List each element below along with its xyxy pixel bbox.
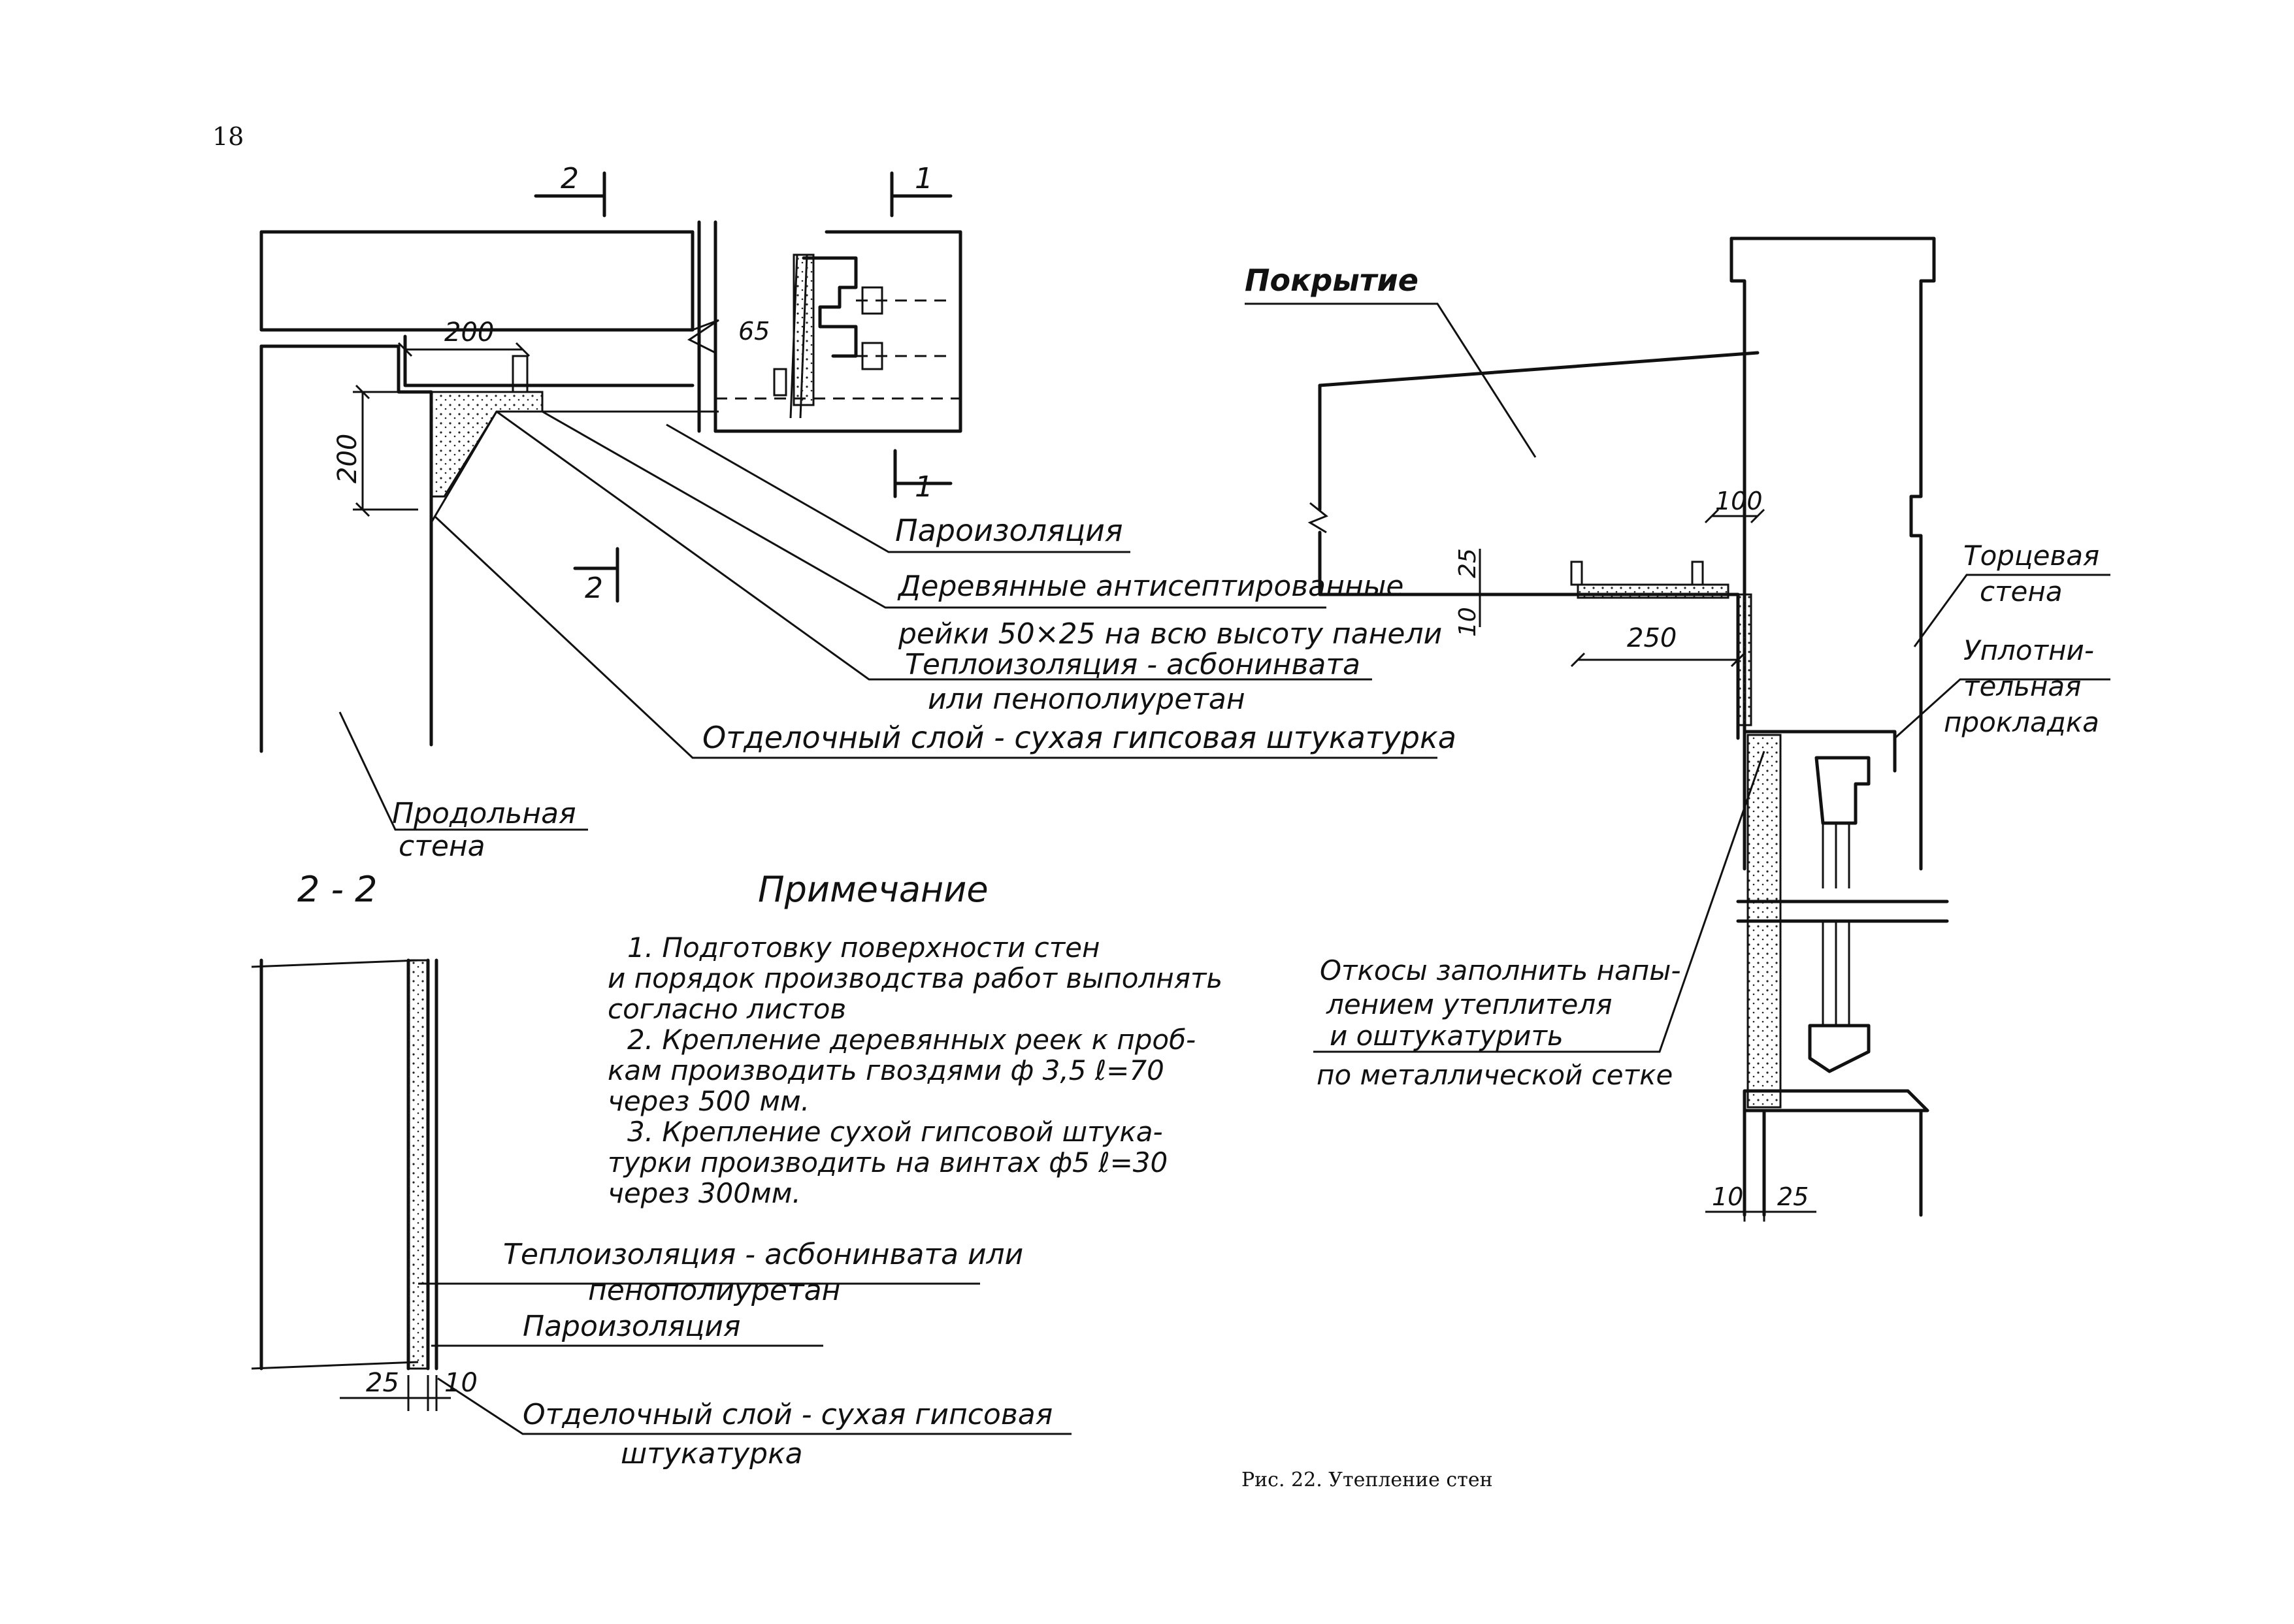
dim-10-vertical: 10 xyxy=(1454,607,1481,637)
finish-layer xyxy=(403,334,695,387)
leader-reiki xyxy=(542,410,1326,609)
label-s-paroizol: Пароизоляция xyxy=(523,1310,740,1343)
leader-s-otdel xyxy=(437,1377,1072,1435)
note-line: кам производить гвоздями ф 3,5 ℓ=70 xyxy=(608,1054,1164,1086)
notes-title: Примечание xyxy=(758,869,989,910)
label-reiki-1: Деревянные антисептированные xyxy=(897,570,1403,603)
label-s-otdel-1: Отделочный слой - сухая гипсовая xyxy=(523,1398,1053,1431)
label-uplot-1: Уплотни- xyxy=(1963,634,2094,666)
label-s-teplo-2: пенополиуретан xyxy=(588,1274,840,1307)
leader-paroizol xyxy=(666,423,1130,553)
dim-10-bottom: 10 xyxy=(1712,1182,1743,1211)
label-teplo-1: Теплоизоляция - асбонинвата xyxy=(905,648,1360,681)
section-mark-2-bottom xyxy=(573,547,619,603)
section-1-bottom-label: 1 xyxy=(915,470,933,504)
label-prod-1: Продольная xyxy=(392,797,576,830)
section-title: 2 - 2 xyxy=(297,869,378,910)
page-number: 18 xyxy=(212,122,244,151)
note-line: и порядок производства работ выполнять xyxy=(608,962,1222,994)
window-frame-bottom xyxy=(1808,1024,1871,1073)
label-otkos-2: лением утеплителя xyxy=(1326,988,1613,1020)
slab-outline xyxy=(259,230,695,332)
note-line: 3. Крепление сухой гипсовой штука- xyxy=(627,1116,1163,1148)
label-teplo-2: или пенополиуретан xyxy=(928,683,1245,716)
leader-otkos xyxy=(1313,751,1765,1053)
leader-uplot xyxy=(1893,678,2110,739)
leader-otdel xyxy=(433,515,1437,759)
dim-250: 250 xyxy=(1627,623,1677,653)
insulation-layer xyxy=(407,959,429,1370)
dim-25-vertical: 25 xyxy=(1454,548,1481,578)
leader-torc xyxy=(1913,574,2110,647)
dim-100: 100 xyxy=(1715,487,1763,515)
section-2-bottom-label: 2 xyxy=(585,572,603,605)
window-frame-top xyxy=(1814,756,1871,825)
window-head xyxy=(1743,730,1897,773)
label-prod-2: стена xyxy=(399,830,485,863)
label-otkos-3: и оштукатурить xyxy=(1330,1020,1564,1052)
dim-25: 25 xyxy=(366,1368,399,1398)
sill xyxy=(1743,1089,1929,1112)
label-torc-1: Торцевая xyxy=(1963,540,2099,572)
wall-corner-detail: 200 200 65 2 1 1 2 xyxy=(259,162,1437,831)
label-uplot-3: прокладка xyxy=(1944,706,2099,738)
label-pokryt: Покрытие xyxy=(1245,263,1418,298)
section-mark-1-top xyxy=(890,171,953,218)
label-paroizol: Пароизоляция xyxy=(895,513,1123,548)
label-s-otdel-2: штукатурка xyxy=(621,1437,803,1470)
section-2-2: 2 - 2 25 10 xyxy=(251,869,1072,1435)
note-line: через 500 мм. xyxy=(608,1085,810,1117)
roof-endwall-detail: 100 25 10 250 10 25 xyxy=(1245,236,2110,1222)
notes-block: Примечание 1. Подготовку поверхности сте… xyxy=(608,869,1222,1209)
figure-caption: Рис. 22. Утепление стен xyxy=(1241,1469,1493,1491)
section-mark-1-bottom xyxy=(893,449,953,498)
batten-peg xyxy=(512,355,529,393)
leader-teplo xyxy=(496,410,1372,681)
frame-profile xyxy=(802,256,858,358)
longitudinal-wall-outline xyxy=(259,344,433,747)
section-mark-2-top xyxy=(534,171,606,218)
note-line: согласно листов xyxy=(608,993,846,1025)
label-s-teplo-1: Теплоизоляция - асбонинвата или xyxy=(503,1238,1023,1271)
adjacent-panel xyxy=(713,230,962,433)
dim-200-vertical: 200 xyxy=(333,434,363,483)
label-reiki-2: рейки 50×25 на всю высоту панели xyxy=(898,617,1442,651)
end-wall-inner xyxy=(1729,236,1746,871)
dim-200-horizontal: 200 xyxy=(444,317,494,348)
label-torc-2: стена xyxy=(1980,576,2063,608)
dim-65: 65 xyxy=(738,317,770,346)
note-line: турки производить на винтах ф5 ℓ=30 xyxy=(608,1146,1168,1178)
roof-line xyxy=(1318,351,1760,387)
note-line: 2. Крепление деревянных реек к проб- xyxy=(627,1024,1196,1056)
note-line: 1. Подготовку поверхности стен xyxy=(627,932,1100,964)
label-otkos-1: Откосы заполнить напы- xyxy=(1320,954,1681,986)
leader-pokryt xyxy=(1245,302,1537,458)
note-line: через 300мм. xyxy=(608,1177,801,1209)
section-1-top-label: 1 xyxy=(915,162,933,195)
label-otdel: Отделочный слой - сухая гипсовая штукату… xyxy=(702,720,1456,755)
dim-25-bottom: 25 xyxy=(1777,1182,1809,1211)
leader-prod xyxy=(338,711,588,831)
label-uplot-2: тельная xyxy=(1963,670,2081,702)
section-2-top-label: 2 xyxy=(561,162,579,195)
break-symbol xyxy=(687,319,719,354)
insulation-fill xyxy=(430,391,544,498)
label-otkos-4: по металлической сетке xyxy=(1317,1059,1673,1091)
end-wall-outer xyxy=(1729,236,1936,871)
